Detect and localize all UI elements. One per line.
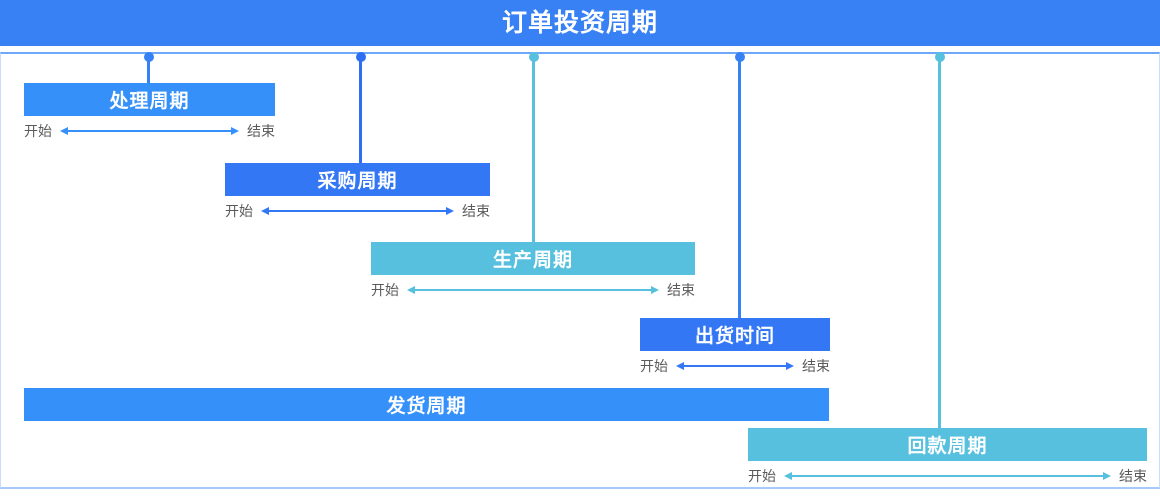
timeline-row: 处理周期开始 结束: [24, 83, 275, 147]
phase-bar-5[interactable]: 发货周期: [24, 388, 829, 421]
axis-start-label: 开始: [371, 282, 399, 298]
connector-line-4: [734, 52, 745, 324]
axis-end-label: 结束: [247, 123, 275, 139]
phase-bar-label: 回款周期: [907, 436, 988, 457]
diagram-header: 订单投资周期: [0, 0, 1160, 46]
axis-end-label: 结束: [1119, 468, 1147, 484]
phase-bar-label: 生产周期: [492, 250, 573, 271]
duration-arrow-icon: [784, 470, 1111, 482]
phase-bar-label: 采购周期: [317, 171, 398, 192]
timeline-row: 发货周期: [24, 388, 829, 452]
connector-line-3: [528, 52, 539, 248]
phase-bar-1[interactable]: 处理周期: [24, 83, 275, 116]
connector-line-2: [355, 52, 366, 169]
milestone-dot-icon: [934, 52, 945, 62]
phase-bar-3[interactable]: 生产周期: [371, 242, 695, 275]
phase-axis: 开始 结束: [24, 117, 275, 145]
timeline-row: 采购周期开始 结束: [225, 163, 490, 227]
duration-arrow-icon: [676, 360, 794, 372]
duration-arrow-icon: [60, 125, 239, 137]
phase-bar-label: 处理周期: [109, 91, 190, 112]
axis-start-label: 开始: [24, 123, 52, 139]
axis-end-label: 结束: [462, 203, 490, 219]
axis-end-label: 结束: [667, 282, 695, 298]
phase-bar-label: 出货时间: [694, 326, 775, 347]
phase-axis: 开始 结束: [640, 352, 830, 380]
connector-stem: [938, 58, 941, 434]
timeline-row: 出货时间开始 结束: [640, 318, 830, 382]
milestone-dot-icon: [355, 52, 366, 62]
timeline-row: 生产周期开始 结束: [371, 242, 695, 306]
connector-line-6: [934, 52, 945, 434]
milestone-dot-icon: [528, 52, 539, 62]
timeline-row: 回款周期开始 结束: [748, 428, 1147, 492]
connector-stem: [532, 58, 535, 248]
phase-bar-6[interactable]: 回款周期: [748, 428, 1147, 461]
page-title: 订单投资周期: [501, 8, 658, 37]
phase-axis: 开始 结束: [225, 197, 490, 225]
connector-stem: [738, 58, 741, 324]
connector-stem: [147, 58, 150, 89]
connector-stem: [359, 58, 362, 169]
axis-start-label: 开始: [748, 468, 776, 484]
phase-bar-4[interactable]: 出货时间: [640, 318, 830, 351]
milestone-dot-icon: [143, 52, 154, 62]
phase-axis: 开始 结束: [748, 462, 1147, 490]
axis-end-label: 结束: [802, 358, 830, 374]
connector-line-1: [143, 52, 154, 89]
phase-axis: 开始 结束: [371, 276, 695, 304]
phase-bar-2[interactable]: 采购周期: [225, 163, 490, 196]
axis-start-label: 开始: [225, 203, 253, 219]
duration-arrow-icon: [261, 205, 454, 217]
duration-arrow-icon: [407, 284, 659, 296]
phase-bar-label: 发货周期: [386, 396, 467, 417]
milestone-dot-icon: [734, 52, 745, 62]
axis-start-label: 开始: [640, 358, 668, 374]
